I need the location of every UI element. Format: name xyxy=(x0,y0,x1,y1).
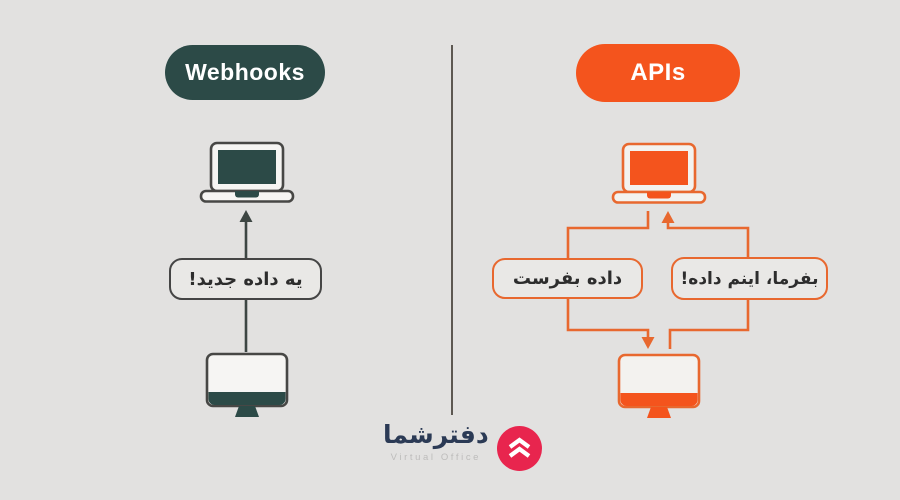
webhook-message-box: یه داده جدید! xyxy=(169,258,322,300)
laptop-icon xyxy=(199,141,295,203)
webhooks-title-label: Webhooks xyxy=(185,59,305,85)
laptop-icon xyxy=(611,142,707,204)
desktop-monitor-icon xyxy=(617,353,701,418)
apis-title-label: APIs xyxy=(630,59,686,86)
vertical-divider xyxy=(451,45,453,415)
desktop-monitor-icon xyxy=(205,352,289,417)
brand-logo: دفترشما Virtual Office xyxy=(383,421,542,471)
arrow-up-icon xyxy=(239,210,253,222)
brand-name: دفترشما xyxy=(383,420,489,449)
api-request-label: داده بفرست xyxy=(512,268,623,289)
arrow-up-icon xyxy=(661,211,675,223)
webhooks-title-pill: Webhooks xyxy=(165,45,325,100)
webhook-message-label: یه داده جدید! xyxy=(188,268,303,290)
apis-title-pill: APIs xyxy=(576,44,740,102)
arrow-down-icon xyxy=(641,337,655,349)
brand-subtitle: Virtual Office xyxy=(390,451,482,463)
api-request-box: داده بفرست xyxy=(492,258,643,299)
brand-logo-circle xyxy=(496,426,542,471)
api-response-box: بفرما، اینم داده! xyxy=(671,257,828,300)
api-response-label: بفرما، اینم داده! xyxy=(680,268,819,289)
brand-text-block: دفترشما Virtual Office xyxy=(383,421,489,463)
layered-ribbon-icon xyxy=(508,437,530,458)
